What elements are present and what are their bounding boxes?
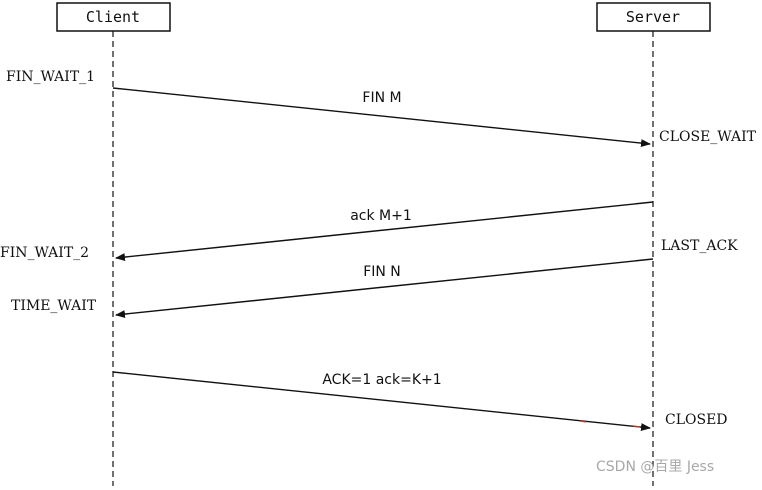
server-state-closed: CLOSED xyxy=(665,412,728,428)
server-label: Server xyxy=(626,8,680,26)
server-state-close-wait: CLOSE_WAIT xyxy=(659,129,757,145)
red-speck-1 xyxy=(579,420,587,423)
server-participant: Server xyxy=(596,2,711,32)
arrow-ack-m1 xyxy=(115,201,654,262)
csdn-watermark: CSDN @百里 Jess xyxy=(596,459,714,475)
client-state-fin-wait-2: FIN_WAIT_2 xyxy=(0,245,89,261)
client-label: Client xyxy=(86,8,140,26)
client-participant: Client xyxy=(56,2,171,32)
message-ack-final: ACK=1 ack=K+1 xyxy=(322,372,441,388)
client-state-time-wait: TIME_WAIT xyxy=(11,298,97,314)
server-state-last-ack: LAST_ACK xyxy=(661,238,738,254)
message-fin-n: FIN N xyxy=(363,264,401,280)
arrow-ack-final xyxy=(112,371,651,432)
message-fin-m: FIN M xyxy=(362,90,401,106)
arrow-fin-m xyxy=(112,87,651,148)
client-state-fin-wait-1: FIN_WAIT_1 xyxy=(6,69,95,85)
client-box xyxy=(56,2,171,32)
arrow-fin-n xyxy=(115,258,654,319)
red-speck-2 xyxy=(632,425,641,428)
message-ack-m1: ack M+1 xyxy=(350,208,412,224)
